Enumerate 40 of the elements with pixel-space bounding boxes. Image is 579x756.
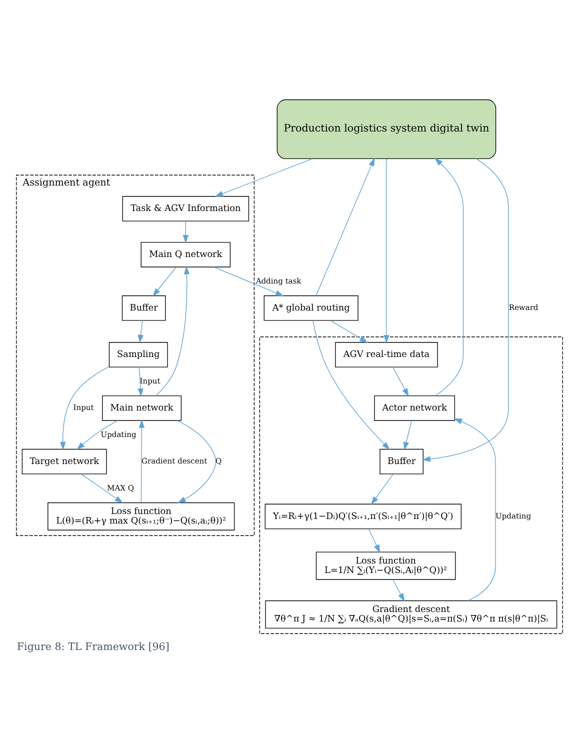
arrow: [138, 320, 144, 344]
arrow: [316, 158, 375, 296]
arrow: [138, 366, 144, 397]
arrow: [371, 474, 394, 505]
node-box: Target network: [22, 448, 107, 474]
arrow: [214, 158, 313, 197]
arrow: [76, 420, 118, 450]
arrow: [368, 528, 380, 553]
node-box: Task & AGV Information: [122, 196, 250, 222]
arrow: [384, 158, 390, 344]
arrow: [80, 474, 123, 504]
node-box: Loss function L=1/N ∑ᵢ(Yᵢ−Q(Sᵢ,Aᵢ|θ^Q))²: [316, 552, 456, 580]
arrow: [138, 420, 145, 503]
node-box: AGV real-time data: [335, 342, 438, 368]
arrow: [403, 420, 412, 450]
node-box: Gradient descent ∇θ^π J ≈ 1/N ∑ᵢ ∇ₐQ(s,a|θ^Q)|s=Sᵢ,a=π(Sᵢ) ∇θ^π π(s|θ^π)|Sᵢ: [265, 600, 558, 628]
node-box: A* global routing: [264, 295, 358, 321]
arrow: [176, 420, 216, 504]
arrow: [422, 158, 509, 462]
arrow: [152, 266, 177, 296]
node-box: Actor network: [374, 395, 456, 421]
node-box: Main Q network: [140, 242, 231, 268]
arrow: [434, 158, 464, 396]
node-box: Buffer: [380, 448, 424, 474]
node-box: Buffer: [122, 295, 166, 321]
arrow: [454, 418, 496, 601]
node-box: Yᵢ=Rᵢ+γ(1−Dᵢ)Q′(Sᵢ₊₁,π′(Sᵢ₊₁|θ^π′)|θ^Q′): [264, 504, 462, 530]
arrow: [60, 366, 110, 450]
arrow: [182, 220, 189, 244]
node-box: Loss function L(θ)=(Rᵢ+γ max Q(sᵢ₊₁;θ⁻)−Q(sᵢ,aᵢ;θ))²: [48, 502, 235, 530]
arrow: [312, 320, 390, 450]
node-box: Sampling: [108, 342, 168, 368]
node-box: Main network: [102, 395, 182, 421]
caption: Figure 8: TL Framework [96]: [16, 641, 170, 654]
arrow: [330, 320, 368, 343]
arrow: [156, 266, 190, 396]
arrow: [213, 266, 284, 296]
arrow: [392, 366, 409, 397]
arrow: [392, 579, 405, 602]
node-box: Production logistics system digital twin: [276, 99, 496, 160]
